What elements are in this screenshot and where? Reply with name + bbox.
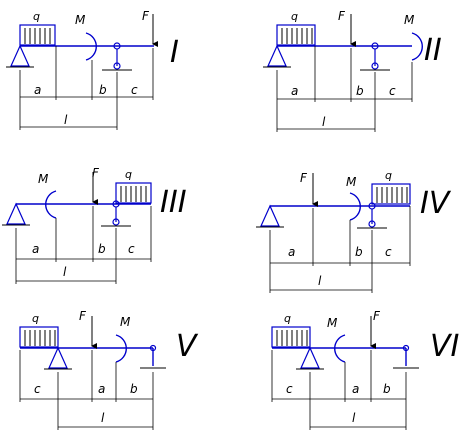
label-l: l (318, 274, 322, 288)
label-q: q (125, 168, 132, 181)
label-q: q (385, 169, 392, 182)
label-a: a (291, 84, 298, 98)
label-b: b (99, 83, 107, 97)
scheme-1: q M F I a b (6, 9, 179, 130)
dimension-lines (276, 46, 413, 132)
label-M: M (327, 316, 338, 330)
label-c: c (389, 84, 396, 98)
roller-support (360, 42, 390, 71)
dimension-lines (269, 206, 411, 293)
label-l: l (352, 411, 356, 425)
label-a: a (98, 382, 105, 396)
label-M: M (38, 172, 49, 186)
label-a: a (352, 382, 359, 396)
scheme-4: F M q IV a (256, 169, 452, 293)
pin-support (2, 202, 30, 226)
scheme-numeral: I (170, 35, 179, 70)
label-q: q (33, 10, 40, 23)
label-M: M (120, 315, 131, 329)
scheme-5: q F M V c a b l (19, 309, 199, 430)
scheme-2: q F M II a b c l (263, 9, 442, 132)
label-l: l (322, 115, 326, 129)
label-b: b (98, 242, 106, 256)
pin-support (256, 204, 284, 228)
label-F: F (300, 171, 308, 185)
label-F: F (142, 9, 150, 23)
label-F: F (79, 309, 87, 323)
label-b: b (130, 382, 138, 396)
scheme-6: q M F VI c a b l (271, 309, 460, 430)
label-b: b (355, 245, 363, 259)
label-F: F (92, 166, 100, 180)
dimension-lines (19, 350, 154, 430)
label-c: c (131, 83, 138, 97)
moment-arc (45, 190, 57, 219)
distributed-load (371, 183, 411, 205)
dimension-lines (15, 206, 152, 284)
label-b: b (356, 84, 364, 98)
label-c: c (34, 382, 41, 396)
distributed-load (19, 24, 56, 46)
distributed-load (115, 182, 152, 204)
label-q: q (284, 312, 291, 325)
distributed-load (19, 326, 59, 348)
pin-support (44, 346, 72, 370)
pin-support (6, 44, 34, 68)
moment-arc (411, 32, 423, 61)
fixed-support (393, 344, 419, 369)
label-F: F (338, 9, 346, 23)
label-F: F (373, 309, 381, 323)
scheme-numeral: III (160, 185, 187, 220)
scheme-numeral: IV (420, 186, 452, 221)
label-a: a (288, 245, 295, 259)
label-c: c (128, 242, 135, 256)
moment-arc (115, 334, 127, 363)
label-M: M (404, 13, 415, 27)
scheme-numeral: VI (430, 329, 460, 364)
pin-support (296, 346, 324, 370)
moment-arc (85, 32, 97, 61)
label-l: l (63, 265, 67, 279)
distributed-load (276, 24, 316, 46)
label-l: l (101, 411, 105, 425)
pin-support (263, 44, 291, 68)
label-c: c (385, 245, 392, 259)
label-b: b (383, 382, 391, 396)
dimension-lines (19, 46, 154, 130)
label-c: c (286, 382, 293, 396)
label-q: q (291, 10, 298, 23)
label-l: l (64, 113, 68, 127)
label-M: M (75, 13, 86, 27)
scheme-3: M F q III a b c (2, 166, 187, 284)
label-a: a (32, 242, 39, 256)
roller-support (102, 42, 132, 71)
moment-arc (334, 334, 346, 363)
moment-arc (349, 192, 361, 221)
dimension-lines (271, 350, 407, 430)
scheme-numeral: V (176, 329, 199, 364)
label-q: q (32, 312, 39, 325)
fixed-support (140, 344, 166, 369)
label-a: a (34, 83, 41, 97)
label-M: M (346, 175, 357, 189)
scheme-numeral: II (424, 33, 442, 68)
distributed-load (271, 326, 311, 348)
